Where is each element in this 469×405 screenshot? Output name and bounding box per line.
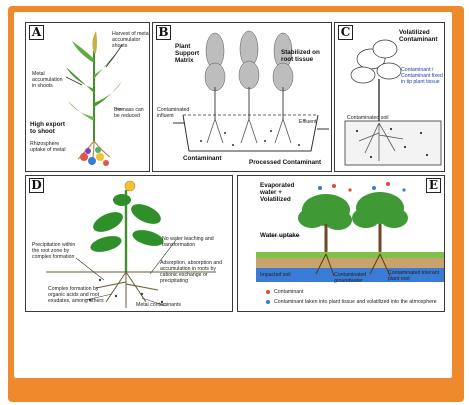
note-processed: Processed Contaminant: [249, 159, 329, 166]
note-precipitation: Precipitation within the root zone by co…: [32, 242, 80, 260]
note-zone: Contaminated tolerant plant root: [388, 270, 444, 282]
panel-c: C Volatilized Contaminant Contaminant / …: [334, 22, 445, 172]
panel-e-label: E: [426, 178, 441, 193]
panel-c-label: C: [338, 25, 353, 40]
note-legend-contaminant: Contaminant: [274, 289, 334, 295]
note-high-export: High export to shoot: [30, 121, 70, 135]
note-contaminated-influent: Contaminated influent: [157, 107, 181, 119]
panel-a-label: A: [29, 25, 44, 40]
note-evaporated: Evaporated water + Volatilized: [260, 182, 310, 203]
note-rhizosphere: Rhizosphere uptake of metal: [30, 141, 68, 153]
caption-line-1: Gambar 9. Skematik Fitoremediasi. A (Fit…: [14, 314, 452, 323]
note-plant-support: Plant Support Matrix: [175, 43, 211, 64]
figure-caption: Gambar 9. Skematik Fitoremediasi. A (Fit…: [14, 314, 452, 352]
note-metal-accumulation: Metal accumulation in shoots: [32, 71, 68, 89]
panel-b-label: B: [156, 25, 171, 40]
panel-d-label: D: [29, 178, 44, 193]
note-legend-volatilized: Contaminant taken into plant tissue and …: [274, 299, 442, 305]
phytoremediation-figure: A Metal accumulation in shoots Harvest o…: [25, 22, 445, 312]
note-adsorption: Adsorption, absorption and accumulation …: [160, 260, 230, 284]
note-water-uptake: Water uptake: [260, 232, 304, 239]
panel-e: E Evaporated water + Volatilized Water u…: [237, 175, 445, 312]
note-stabilized-root: Stabilized on root tissue: [281, 49, 329, 63]
note-contaminant-legend: Contaminant / Contaminant fixed in tip p…: [401, 67, 444, 85]
caption-line-3: E (Fitovolatilisasi): [14, 333, 452, 342]
panel-c-illustration: [335, 23, 445, 172]
note-complex: Complex formation by organic acids and r…: [48, 286, 104, 304]
note-harvest: Harvest of metal accumulator shoots: [112, 31, 150, 49]
panel-d: D Precipitation within the root zone by …: [25, 175, 233, 312]
note-impacted-soil: Impacted soil: [260, 272, 300, 278]
note-volatilized: Volatilized Contaminant: [399, 29, 444, 43]
note-contaminant: Contaminant: [183, 155, 229, 162]
panel-b: B Plant Support Matrix Stabilized on roo…: [152, 22, 332, 172]
note-effluent: Effluent: [299, 119, 331, 125]
panel-a: A Metal accumulation in shoots Harvest o…: [25, 22, 150, 172]
note-biomass: Biomass can be reduced: [114, 107, 148, 119]
caption-source: Sumber : Tampubolon et al., (2020): [14, 342, 452, 351]
caption-line-2: B (Rhizofiltrasi), C (Fitostabilisasi), …: [14, 323, 452, 332]
note-contaminated-gw: Contaminated groundwater: [334, 272, 384, 284]
note-metal-contaminants: Metal contaminants: [136, 302, 206, 308]
note-contaminated-soil: Contaminated soil: [347, 115, 397, 121]
note-no-leaching: No water leaching and transformation: [162, 236, 228, 248]
